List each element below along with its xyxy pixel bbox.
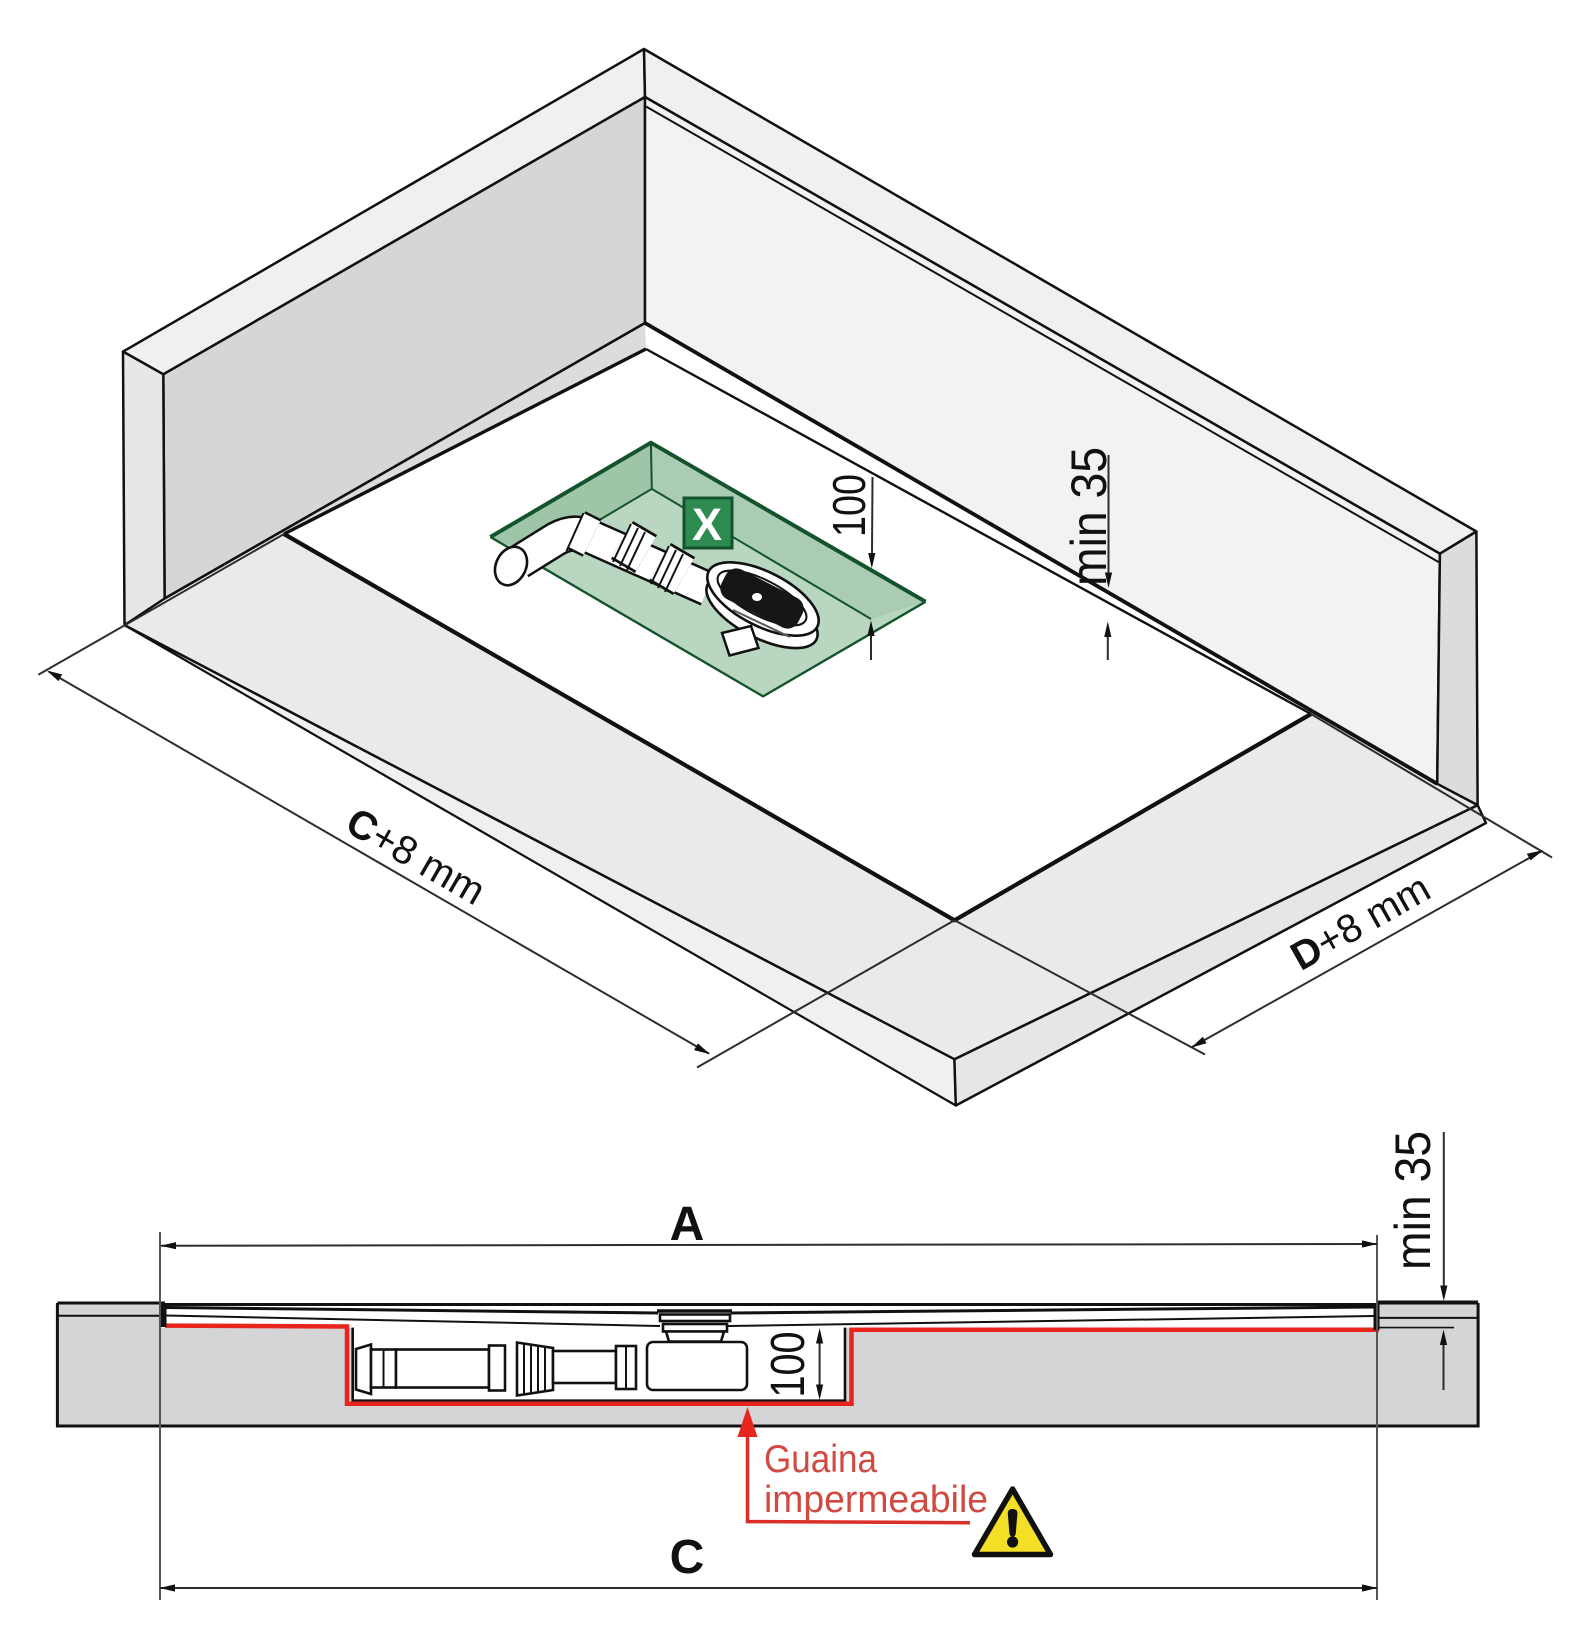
svg-text:min 35: min 35 [1385, 1131, 1441, 1270]
svg-text:Guaina: Guaina [764, 1438, 877, 1481]
svg-text:min 35: min 35 [1061, 447, 1117, 586]
svg-text:impermeabile: impermeabile [764, 1479, 988, 1521]
svg-text:X: X [692, 499, 722, 550]
svg-text:100: 100 [762, 1332, 815, 1398]
svg-text:C: C [670, 1531, 705, 1584]
svg-text:100: 100 [823, 474, 875, 537]
svg-text:A: A [670, 1198, 705, 1251]
